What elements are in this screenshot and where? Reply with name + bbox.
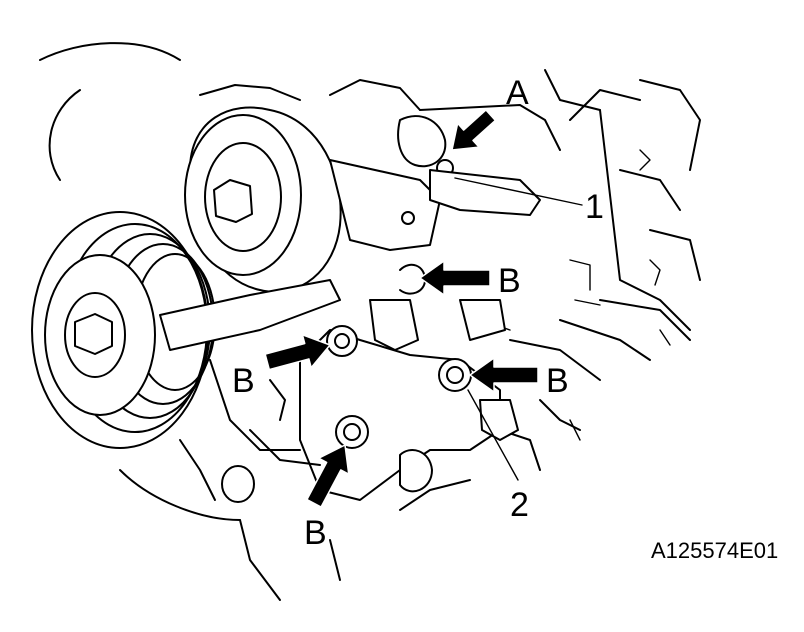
engine-block-outline [39, 42, 701, 601]
tensioner-bracket [159, 115, 541, 351]
callout-label-1: 1 [585, 188, 604, 226]
callout-label-2: 2 [510, 486, 529, 524]
callout-label-a: A [506, 74, 529, 112]
idler-pulley [184, 106, 342, 293]
leader-lines [454, 177, 583, 481]
callout-labels: A 1 B B B 2 B A125574E01 [232, 74, 778, 563]
arrow-icon [451, 109, 497, 151]
figure-id: A125574E01 [651, 538, 778, 563]
arrow-icon [419, 260, 491, 296]
callout-arrows [264, 109, 539, 508]
callout-label-b-bottom: B [304, 514, 327, 552]
leader-line-2 [467, 389, 519, 481]
arrow-icon [306, 444, 350, 508]
leader-line-1 [454, 177, 583, 206]
alternator-bracket [179, 299, 519, 503]
crank-pulley [31, 211, 216, 449]
callout-label-b-upper: B [498, 262, 521, 300]
callout-label-b-right: B [546, 362, 569, 400]
callout-label-b-left: B [232, 362, 255, 400]
arrow-icon [469, 357, 539, 393]
arrow-icon [264, 334, 331, 371]
